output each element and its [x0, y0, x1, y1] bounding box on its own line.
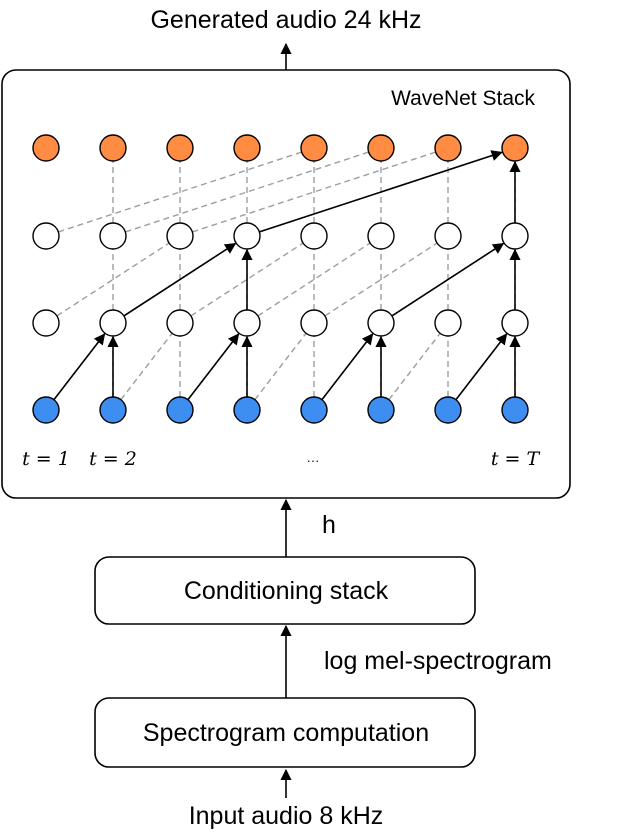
wavenet-stack-label: WaveNet Stack — [391, 87, 535, 110]
timestep-label-1: t = 1 — [22, 448, 70, 470]
hidden-node — [367, 309, 395, 337]
dashed-edge — [56, 242, 170, 317]
output-node — [166, 134, 194, 162]
hidden-node — [434, 222, 462, 250]
dashed-edge — [58, 151, 302, 233]
hidden-node — [99, 222, 127, 250]
wavenet-stack-box — [1, 69, 571, 499]
dashed-edge — [120, 332, 173, 401]
active-edge-arrow — [321, 333, 374, 401]
hidden-node — [434, 309, 462, 337]
input-node — [434, 396, 462, 424]
output-label: Generated audio 24 kHz — [150, 6, 421, 34]
spectrogram-computation-box — [94, 697, 476, 768]
network-nodes — [32, 134, 529, 424]
hidden-node — [501, 222, 529, 250]
timestep-label-T: t = T — [491, 448, 541, 470]
spectrogram-computation-label: Spectrogram computation — [143, 719, 429, 747]
input-node — [32, 396, 60, 424]
input-node — [99, 396, 127, 424]
output-node — [300, 134, 328, 162]
active-edge-arrow — [259, 150, 503, 233]
input-label: Input audio 8 kHz — [189, 802, 384, 830]
active-edge-arrow — [123, 242, 237, 317]
input-node — [233, 396, 261, 424]
hidden-node — [300, 222, 328, 250]
input-node — [367, 396, 395, 424]
hidden-node — [166, 309, 194, 337]
timestep-label-2: t = 2 — [89, 448, 137, 470]
output-node — [32, 134, 60, 162]
hidden-node — [233, 222, 261, 250]
conditioning-stack-box — [94, 556, 476, 625]
dashed-edge — [190, 242, 304, 317]
hidden-node — [166, 222, 194, 250]
active-edge-arrow — [187, 333, 240, 401]
active-edge-arrow — [455, 333, 508, 401]
h-label: h — [322, 511, 336, 539]
dashed-edge — [254, 332, 307, 401]
dashed-edge — [324, 242, 438, 317]
dashed-edge — [125, 151, 369, 233]
dashed-edge — [257, 242, 371, 317]
active-edge-arrow — [391, 242, 505, 317]
output-node — [233, 134, 261, 162]
output-node — [99, 134, 127, 162]
logmel-label: log mel-spectrogram — [324, 647, 552, 675]
dashed-edge — [388, 332, 441, 401]
input-node — [166, 396, 194, 424]
hidden-node — [233, 309, 261, 337]
input-node — [300, 396, 328, 424]
active-edge-arrow — [53, 333, 106, 401]
hidden-node — [99, 309, 127, 337]
input-node — [501, 396, 529, 424]
hidden-node — [32, 309, 60, 337]
conditioning-stack-label: Conditioning stack — [184, 577, 389, 605]
hidden-node — [501, 309, 529, 337]
hidden-node — [367, 222, 395, 250]
output-node — [367, 134, 395, 162]
hidden-node — [300, 309, 328, 337]
hidden-node — [32, 222, 60, 250]
output-node — [501, 134, 529, 162]
output-node — [434, 134, 462, 162]
dashed-edge — [192, 151, 436, 233]
active-connections — [53, 150, 521, 401]
timestep-ellipsis: ··· — [307, 453, 320, 468]
